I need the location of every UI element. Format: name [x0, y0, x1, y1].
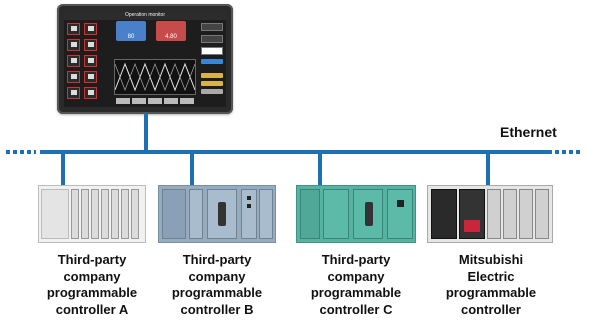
ethernet-label: Ethernet — [500, 124, 557, 140]
hmi-screen-title: Operation monitor — [64, 11, 226, 20]
cpu-module — [459, 189, 485, 239]
hmi-menu-button — [84, 39, 97, 51]
io-module — [111, 189, 119, 239]
hmi-menu-button — [84, 55, 97, 67]
controller-c-link — [318, 153, 322, 185]
hmi-trend-plot — [114, 59, 196, 95]
controller-b-image — [158, 185, 276, 243]
controller-c-image — [296, 185, 416, 243]
controller-a-image — [38, 185, 146, 243]
controller-b-link — [190, 153, 194, 185]
hmi-menu-button — [84, 87, 97, 99]
hmi-menu-button — [67, 39, 80, 51]
power-module — [300, 189, 320, 239]
hmi-gauge-right: 4.80 — [156, 21, 186, 41]
hmi-status-lamp — [201, 89, 223, 94]
hmi-menu-button — [84, 71, 97, 83]
hmi-status-lamp — [201, 81, 223, 86]
io-module — [121, 189, 129, 239]
ethernet-bus — [40, 150, 552, 154]
io-module — [91, 189, 99, 239]
hmi-start-control — [201, 23, 223, 31]
power-module — [162, 189, 186, 239]
hmi-status-lamp — [201, 73, 223, 78]
controller-mitsubishi-image — [427, 185, 553, 243]
hmi-bottom-tabs — [116, 98, 194, 104]
hmi-menu-button — [67, 71, 80, 83]
controller-b-label: Third-party company programmable control… — [171, 252, 263, 317]
connector-module — [353, 189, 383, 239]
io-module — [259, 189, 273, 239]
hmi-screen: Operation monitor 80 4.80 — [64, 11, 226, 107]
io-module — [101, 189, 109, 239]
hmi-menu-button — [67, 55, 80, 67]
hmi-value-field — [201, 47, 223, 55]
hmi-trend-waveform — [115, 62, 195, 92]
io-module — [487, 189, 501, 239]
hmi-operator-panel: Operation monitor 80 4.80 — [57, 4, 233, 114]
controller-c-label: Third-party company programmable control… — [310, 252, 402, 317]
hmi-gauge-right-value: 4.80 — [165, 34, 177, 40]
controller-a-link — [61, 153, 65, 185]
power-module — [431, 189, 457, 239]
io-module — [71, 189, 79, 239]
io-module — [81, 189, 89, 239]
controller-mitsubishi-label: Mitsubishi Electric programmable control… — [445, 252, 537, 317]
connector-module — [207, 189, 237, 239]
hmi-setting-button — [201, 59, 223, 64]
io-module — [519, 189, 533, 239]
hmi-menu-button — [84, 23, 97, 35]
controller-mitsubishi-link — [486, 153, 490, 185]
power-module — [41, 189, 69, 239]
hmi-gauge-left: 80 — [116, 21, 146, 41]
io-module — [503, 189, 517, 239]
io-module — [535, 189, 549, 239]
hmi-network-link — [144, 113, 148, 151]
io-module — [387, 189, 413, 239]
cpu-module — [323, 189, 349, 239]
hmi-gauge-left-value: 80 — [127, 34, 135, 40]
io-module — [241, 189, 257, 239]
cpu-module — [189, 189, 203, 239]
io-module — [131, 189, 139, 239]
ethernet-continuation-left — [6, 150, 36, 154]
controller-a-label: Third-party company programmable control… — [46, 252, 138, 317]
hmi-menu-button — [67, 23, 80, 35]
hmi-menu-button — [67, 87, 80, 99]
hmi-stop-control — [201, 35, 223, 43]
ethernet-continuation-right — [555, 150, 583, 154]
